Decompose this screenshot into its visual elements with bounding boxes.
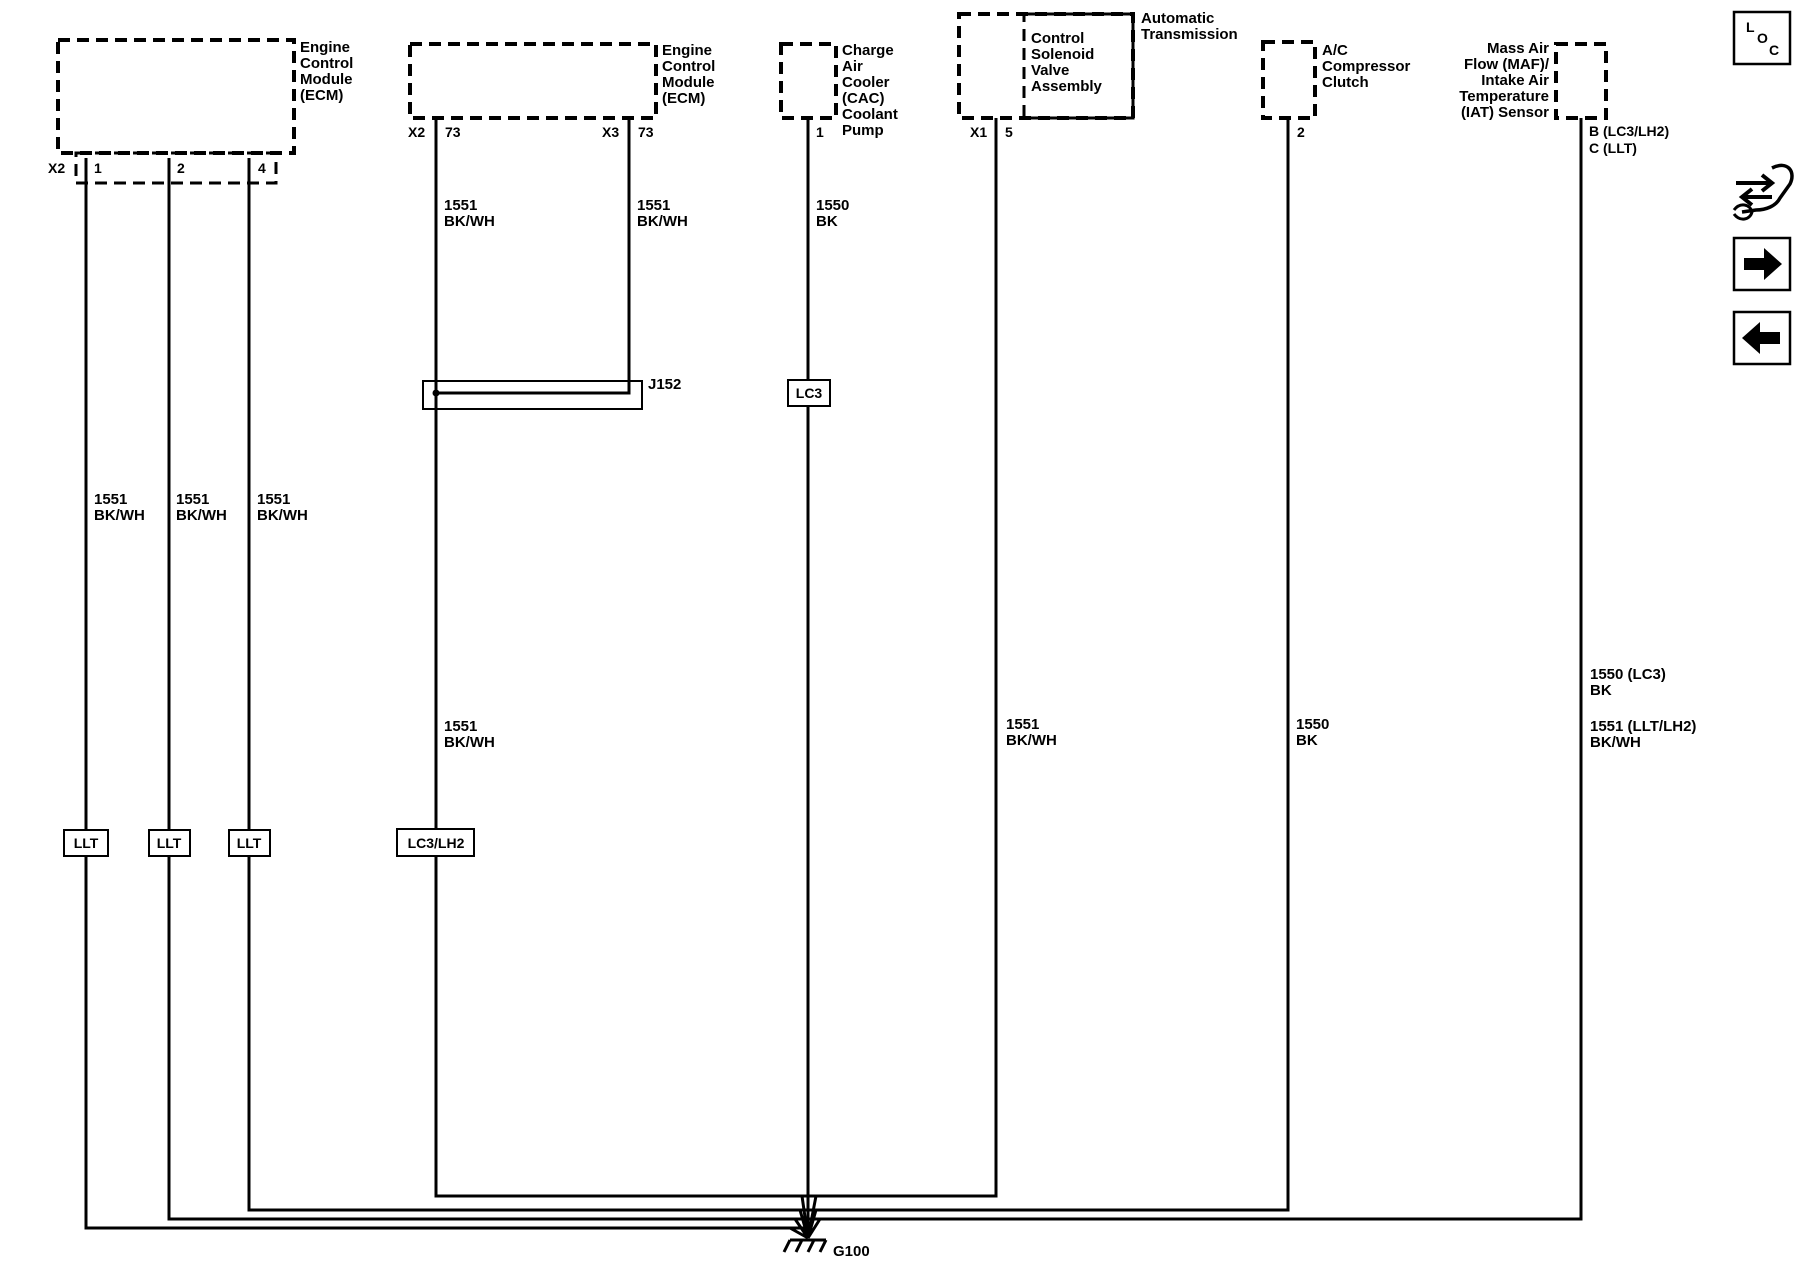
pin-labels: X2 1 2 4 X2 73 X3 73 1 X1 5 2 B (LC3/LH2… bbox=[48, 123, 1669, 176]
cac-pump-box bbox=[779, 42, 838, 120]
ac-clutch-box bbox=[1261, 40, 1317, 120]
wire-ecm-pin-2 bbox=[167, 158, 807, 1221]
ecm-mid-pin-b: 73 bbox=[638, 124, 654, 140]
svg-text:L: L bbox=[1746, 19, 1755, 35]
wire-maf-sensor bbox=[809, 118, 1583, 1221]
option-tag-w2: LLT bbox=[157, 835, 182, 851]
loc-icon[interactable]: L O C bbox=[1732, 10, 1792, 66]
svg-text:C: C bbox=[1769, 42, 1779, 58]
option-tag-w3-box bbox=[228, 829, 271, 857]
ac-clutch-pin: 2 bbox=[1297, 124, 1305, 140]
arrow-left-icon[interactable] bbox=[1732, 310, 1792, 366]
solenoid-pin: 5 bbox=[1005, 124, 1013, 140]
wire-ecm-x3-73 bbox=[436, 118, 631, 395]
option-tags: LLT LLT LLT LC3/LH2 LC3 bbox=[63, 379, 831, 857]
wire-ecm-pin-1 bbox=[84, 158, 807, 1230]
nav-panel: L O C bbox=[1732, 10, 1794, 366]
solenoid-box bbox=[1022, 12, 1135, 120]
ground-label: G100 bbox=[833, 1243, 870, 1260]
ecm-mid-conn-b: X3 bbox=[602, 124, 619, 140]
option-tag-w3: LLT bbox=[237, 835, 262, 851]
ground-fan bbox=[789, 1195, 822, 1240]
connector-wrench-icon[interactable] bbox=[1732, 163, 1794, 221]
ground-icon bbox=[782, 1238, 828, 1253]
option-tag-mid-box bbox=[396, 828, 475, 857]
ground-g100: G100 bbox=[782, 1238, 870, 1260]
arrow-right-icon[interactable] bbox=[1732, 236, 1792, 292]
wire-ac-clutch bbox=[809, 118, 1290, 1212]
ecm-left-conn-id: X2 bbox=[48, 160, 65, 176]
ecm-mid-pin-a: 73 bbox=[445, 124, 461, 140]
wire-ecm-x2-73 bbox=[434, 118, 808, 1198]
ecm-left-box bbox=[56, 38, 296, 155]
components bbox=[56, 12, 1608, 185]
maf-sensor-pins: B (LC3/LH2)C (LLT) bbox=[1589, 123, 1669, 156]
maf-sensor-box bbox=[1554, 42, 1608, 120]
solenoid-conn-id: X1 bbox=[970, 124, 987, 140]
ecm-mid-box bbox=[408, 42, 658, 120]
option-tag-cac: LC3 bbox=[796, 385, 823, 401]
wire-ecm-pin-4 bbox=[247, 158, 807, 1212]
splice-label: J152 bbox=[648, 376, 681, 393]
option-tag-w2-box bbox=[148, 829, 191, 857]
ecm-mid-conn-a: X2 bbox=[408, 124, 425, 140]
cac-pump-pin: 1 bbox=[816, 124, 824, 140]
option-tag-mid: LC3/LH2 bbox=[408, 835, 465, 851]
option-tag-w1: LLT bbox=[74, 835, 99, 851]
wire-solenoid bbox=[808, 118, 998, 1198]
splice-point bbox=[432, 389, 440, 397]
option-tag-cac-box bbox=[787, 379, 831, 407]
ecm-left-connector bbox=[74, 151, 278, 185]
ecm-left-pin-4: 4 bbox=[258, 160, 266, 176]
splice-pack bbox=[422, 380, 643, 410]
option-tag-w1-box bbox=[63, 829, 109, 857]
splice-j152: J152 bbox=[422, 376, 681, 410]
svg-text:O: O bbox=[1757, 30, 1768, 46]
ecm-left-pin-1: 1 bbox=[94, 160, 102, 176]
ecm-left-pin-2: 2 bbox=[177, 160, 185, 176]
wires bbox=[84, 118, 1583, 1240]
